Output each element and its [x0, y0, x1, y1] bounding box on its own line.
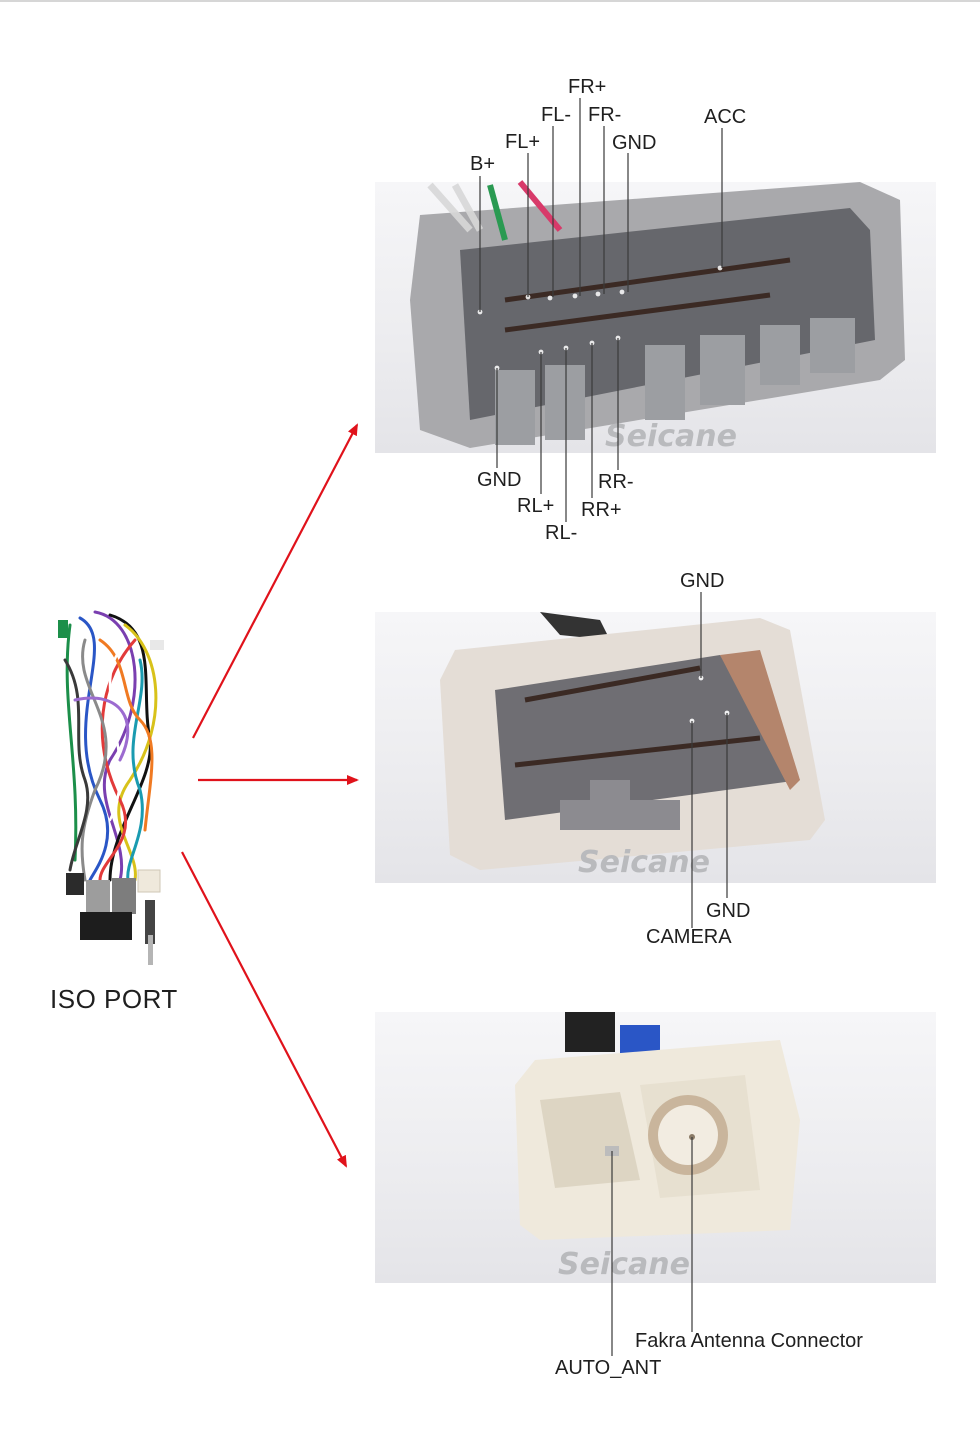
connector1-plug	[410, 180, 905, 448]
watermark-1: Seicane	[605, 419, 737, 454]
connector2-leader-lines	[691, 592, 728, 928]
label-gnd-top: GND	[612, 132, 657, 154]
label-rl-plus: RL+	[517, 495, 555, 517]
watermark-3: Seicane	[558, 1247, 690, 1282]
label-camera: CAMERA	[646, 926, 732, 948]
label-c2-gnd-bottom: GND	[706, 900, 751, 922]
label-acc: ACC	[704, 106, 747, 128]
arrow-to-connector1	[192, 423, 358, 739]
label-rr-minus: RR-	[598, 471, 634, 493]
label-rr-plus: RR+	[581, 499, 622, 521]
label-c2-gnd-top: GND	[680, 570, 725, 592]
label-b-plus: B+	[470, 153, 496, 175]
top-divider	[0, 0, 980, 2]
label-rl-minus: RL-	[545, 522, 578, 544]
iso-port-label: ISO PORT	[50, 984, 178, 1014]
connector3-plug	[515, 1012, 800, 1240]
label-fakra: Fakra Antenna Connector	[635, 1330, 863, 1352]
label-gnd-bottom: GND	[477, 469, 522, 491]
label-fl-minus: FL-	[541, 104, 571, 126]
wire-harness-image	[58, 610, 164, 965]
arrows	[181, 423, 359, 1168]
label-auto-ant: AUTO_ANT	[555, 1357, 662, 1379]
label-fr-plus: FR+	[568, 76, 607, 98]
label-fl-plus: FL+	[505, 131, 541, 153]
connector2-plug	[440, 612, 825, 870]
connector3-leader-lines	[611, 1137, 693, 1356]
label-fr-minus: FR-	[588, 104, 622, 126]
arrow-to-connector3	[181, 851, 347, 1168]
watermark-2: Seicane	[578, 845, 710, 880]
connector1-leader-lines	[479, 98, 723, 522]
